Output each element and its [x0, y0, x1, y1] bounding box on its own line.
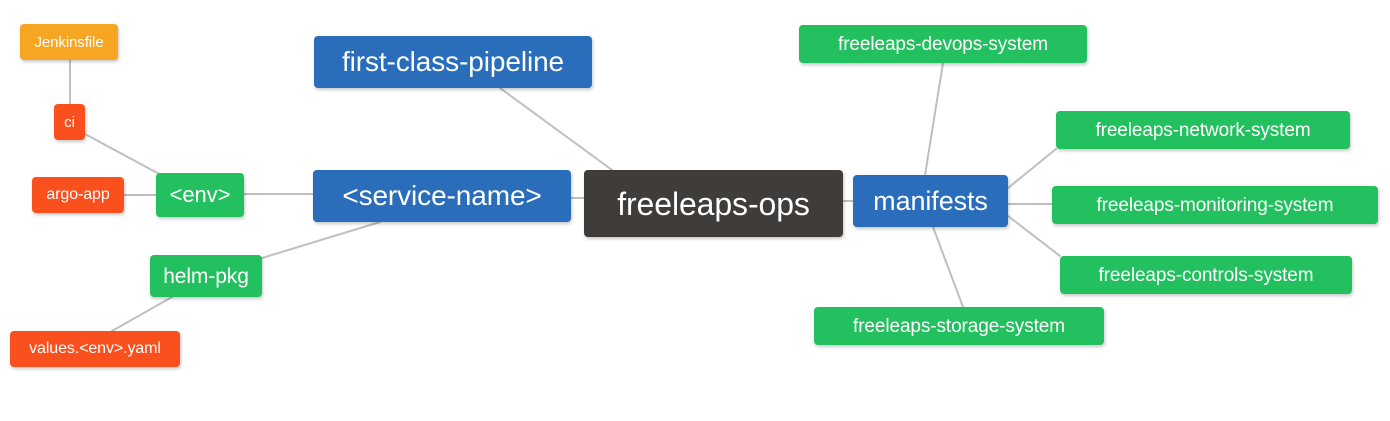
node-freeleaps-network-system[interactable]: freeleaps-network-system [1056, 111, 1350, 149]
edge-manifests-storage [932, 226, 964, 308]
node-label-freeleaps-monitoring-system: freeleaps-monitoring-system [1096, 194, 1334, 216]
node-label-helm-pkg: helm-pkg [163, 264, 249, 288]
node-label-ci: ci [64, 113, 75, 131]
node-first-class-pipeline[interactable]: first-class-pipeline [314, 36, 592, 88]
node-freeleaps-monitoring-system[interactable]: freeleaps-monitoring-system [1052, 186, 1378, 224]
node-label-freeleaps-storage-system: freeleaps-storage-system [853, 315, 1065, 337]
node-env[interactable]: <env> [156, 173, 244, 217]
node-manifests[interactable]: manifests [853, 175, 1008, 227]
node-label-freeleaps-controls-system: freeleaps-controls-system [1098, 264, 1314, 286]
node-label-freeleaps-ops: freeleaps-ops [617, 185, 810, 222]
edge-helmpkg-servicename [261, 221, 381, 259]
node-jenkinsfile[interactable]: Jenkinsfile [20, 24, 118, 60]
node-ci[interactable]: ci [54, 104, 85, 140]
node-label-manifests: manifests [873, 185, 988, 216]
node-label-argo-app: argo-app [46, 186, 110, 203]
node-label-freeleaps-devops-system: freeleaps-devops-system [838, 33, 1048, 55]
edge-manifests-devops [924, 62, 944, 176]
node-freeleaps-controls-system[interactable]: freeleaps-controls-system [1060, 256, 1352, 294]
node-label-freeleaps-network-system: freeleaps-network-system [1095, 119, 1311, 141]
node-argo-app[interactable]: argo-app [32, 177, 124, 213]
node-freeleaps-ops[interactable]: freeleaps-ops [584, 170, 843, 237]
edge-manifests-network [1007, 148, 1057, 189]
node-service-name[interactable]: <service-name> [313, 170, 571, 222]
node-label-first-class-pipeline: first-class-pipeline [341, 46, 565, 77]
node-label-values-yaml: values.<env>.yaml [29, 340, 161, 357]
node-values-yaml[interactable]: values.<env>.yaml [10, 331, 180, 367]
node-label-jenkinsfile: Jenkinsfile [34, 33, 104, 51]
node-helm-pkg[interactable]: helm-pkg [150, 255, 262, 297]
node-freeleaps-storage-system[interactable]: freeleaps-storage-system [814, 307, 1104, 345]
node-label-service-name: <service-name> [342, 180, 542, 211]
node-freeleaps-devops-system[interactable]: freeleaps-devops-system [799, 25, 1087, 63]
node-label-env: <env> [169, 182, 231, 207]
edge-valuesyaml-helmpkg [111, 296, 173, 332]
edge-pipeline-ops [499, 87, 613, 171]
